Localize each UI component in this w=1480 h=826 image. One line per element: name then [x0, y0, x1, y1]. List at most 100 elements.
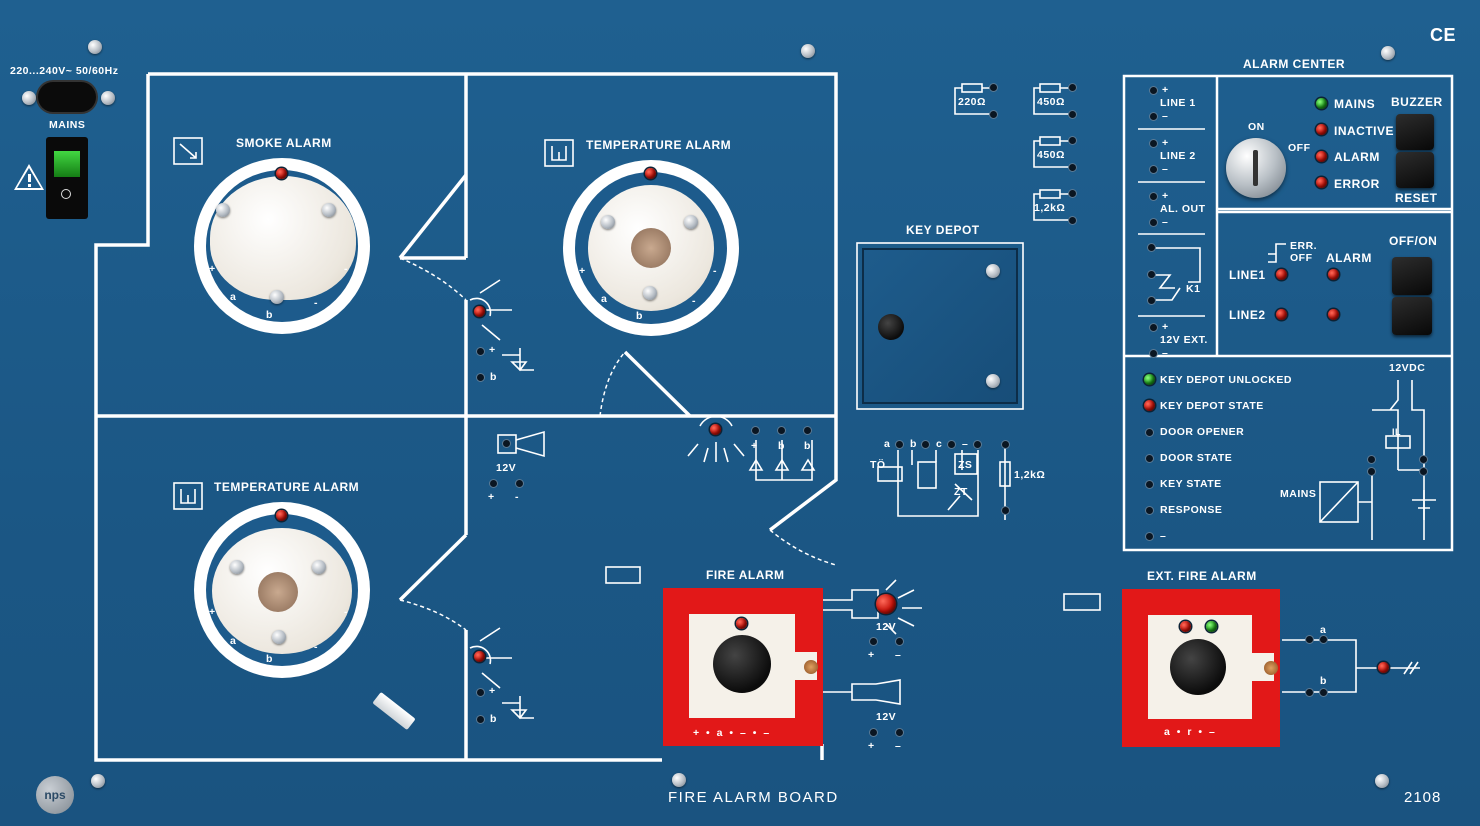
board-number: 2108 [1404, 789, 1442, 806]
jack[interactable] [870, 638, 877, 645]
line1-off-on-button[interactable] [1392, 257, 1432, 295]
jack[interactable] [516, 480, 523, 487]
jack[interactable] [1320, 689, 1327, 696]
status-inactive-label: INACTIVE [1334, 124, 1395, 138]
jack[interactable] [1306, 636, 1313, 643]
jack[interactable] [752, 427, 759, 434]
jack[interactable] [804, 427, 811, 434]
jack[interactable] [1069, 111, 1076, 118]
jack[interactable] [1368, 456, 1375, 463]
line1-minus: – [1162, 110, 1169, 122]
jack[interactable] [477, 689, 484, 696]
jack[interactable] [477, 348, 484, 355]
line2-label: LINE 2 [1160, 150, 1196, 162]
power-inlet[interactable] [38, 82, 96, 112]
line1-alarm-led [1328, 269, 1339, 280]
kd-label-b: b [910, 438, 917, 450]
fire-alarm-brass-terminal[interactable] [804, 660, 818, 674]
key-depot-knob[interactable] [878, 314, 904, 340]
temp1-terminal-b: b [636, 310, 643, 322]
kd-label-minus: – [962, 438, 969, 450]
jack[interactable] [1368, 468, 1375, 475]
beacon-b2: b [804, 440, 811, 452]
jack[interactable] [1146, 455, 1153, 462]
ext-fire-alarm-brass-terminal[interactable] [1264, 661, 1278, 675]
jack[interactable] [990, 84, 997, 91]
line1-error-led [1276, 269, 1287, 280]
jack[interactable] [490, 480, 497, 487]
screw [672, 773, 686, 787]
jack[interactable] [778, 427, 785, 434]
jack[interactable] [896, 638, 903, 645]
fire-alarm-push-button[interactable] [713, 635, 771, 693]
jack[interactable] [974, 441, 981, 448]
jack[interactable] [1150, 219, 1157, 226]
jack[interactable] [1306, 689, 1313, 696]
jack[interactable] [870, 729, 877, 736]
jack[interactable] [1146, 481, 1153, 488]
temperature-detector-2[interactable] [194, 502, 370, 678]
buzzer-button[interactable] [1396, 114, 1434, 150]
smoke-terminal-plus: + [209, 263, 216, 275]
jack[interactable] [1069, 84, 1076, 91]
jack[interactable] [1069, 137, 1076, 144]
screw [312, 560, 326, 574]
mains-switch[interactable] [46, 137, 88, 219]
status-alarm-label: ALARM [1334, 150, 1380, 164]
kd-label-zs: ZS [958, 459, 973, 471]
jack[interactable] [1420, 456, 1427, 463]
jack[interactable] [1320, 636, 1327, 643]
jack[interactable] [1420, 468, 1427, 475]
jack[interactable] [1150, 87, 1157, 94]
line2-error-led [1276, 309, 1287, 320]
indicator-3-b: b [490, 713, 497, 725]
jack[interactable] [948, 441, 955, 448]
jack[interactable] [1146, 533, 1153, 540]
jack[interactable] [896, 729, 903, 736]
fire-alarm-call-point[interactable]: + • a • – • – [663, 588, 823, 746]
jack[interactable] [477, 716, 484, 723]
jack[interactable] [1148, 271, 1155, 278]
jack[interactable] [1002, 507, 1009, 514]
line2-row-label: LINE2 [1229, 308, 1266, 322]
mains-label: MAINS [49, 119, 86, 131]
jack[interactable] [1150, 324, 1157, 331]
jack[interactable] [477, 374, 484, 381]
jack[interactable] [1069, 217, 1076, 224]
jack[interactable] [1150, 166, 1157, 173]
jack[interactable] [1148, 244, 1155, 251]
beacon-led [710, 424, 721, 435]
signal-key-depot-unlocked: KEY DEPOT UNLOCKED [1160, 374, 1292, 386]
jack[interactable] [922, 441, 929, 448]
jack[interactable] [1150, 193, 1157, 200]
jack[interactable] [1002, 441, 1009, 448]
jack[interactable] [896, 441, 903, 448]
screw [322, 203, 336, 217]
jack[interactable] [1150, 350, 1157, 357]
screw [986, 264, 1000, 278]
smoke-detector[interactable] [194, 158, 370, 334]
resistor-450-a: 450Ω [1037, 96, 1065, 108]
key-depot-door[interactable] [862, 248, 1018, 404]
key-switch[interactable] [1226, 138, 1286, 198]
screw [1381, 46, 1395, 60]
smoke-terminal-b: b [266, 309, 273, 321]
jack[interactable] [990, 111, 997, 118]
supply-mains-label: MAINS [1280, 488, 1317, 500]
jack[interactable] [1148, 297, 1155, 304]
jack[interactable] [1150, 140, 1157, 147]
temperature-1-led [645, 168, 656, 179]
il-label: IL [1392, 427, 1401, 437]
jack[interactable] [1146, 507, 1153, 514]
line2-off-on-button[interactable] [1392, 297, 1432, 335]
jack[interactable] [1069, 190, 1076, 197]
ext-line-b: b [1320, 675, 1327, 687]
jack[interactable] [1146, 429, 1153, 436]
temperature-detector-1[interactable] [563, 160, 739, 336]
jack[interactable] [1150, 113, 1157, 120]
ext-fire-alarm-call-point[interactable]: a • r • – [1122, 589, 1280, 747]
ext-fire-alarm-push-button[interactable] [1170, 639, 1226, 695]
jack[interactable] [1069, 164, 1076, 171]
reset-button[interactable] [1396, 152, 1434, 188]
